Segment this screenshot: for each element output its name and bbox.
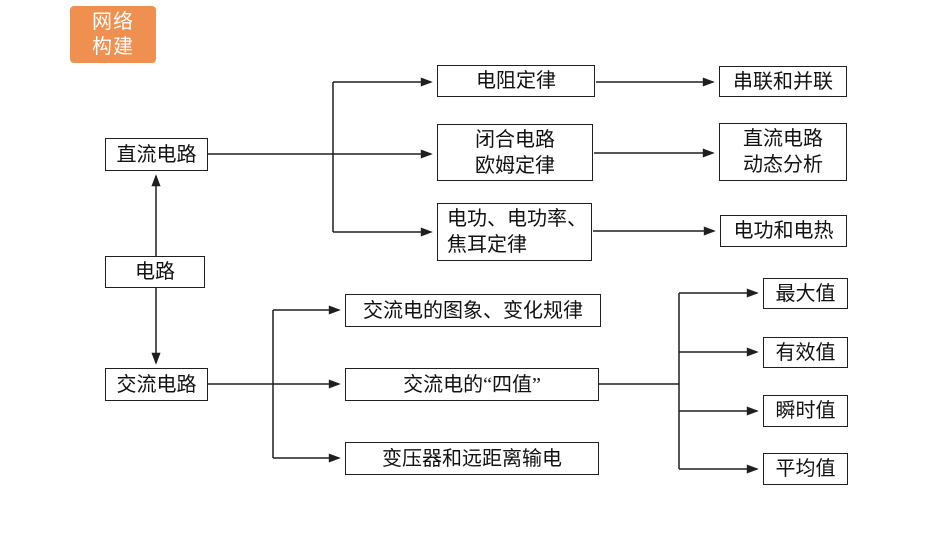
node-ac-four-values: 交流电的“四值” xyxy=(345,368,599,401)
badge-line-1: 网络 xyxy=(92,10,134,33)
node-electric-work-power-joule-law: 电功、电功率、 焦耳定律 xyxy=(437,203,592,261)
connector-ac-branch xyxy=(208,305,341,463)
badge-line-2: 构建 xyxy=(92,35,134,58)
node-instantaneous-value-label: 瞬时值 xyxy=(775,400,836,422)
node-closed-circuit-ohm-law: 闭合电路 欧姆定律 xyxy=(437,124,593,181)
node-dc-circuit-label: 直流电路 xyxy=(116,143,197,166)
connector-dc-to-results xyxy=(593,77,716,236)
node-closed-circuit-ohm-law-line2: 欧姆定律 xyxy=(475,154,555,177)
node-ac-four-values-label: 交流电的“四值” xyxy=(403,373,541,396)
connector-four-values-branch xyxy=(599,288,759,474)
node-average-value: 平均值 xyxy=(763,453,848,485)
node-series-parallel: 串联和并联 xyxy=(719,66,847,97)
node-ac-graph-rules: 交流电的图象、变化规律 xyxy=(345,294,601,327)
node-ac-graph-rules-label: 交流电的图象、变化规律 xyxy=(363,299,583,322)
section-badge: 网络 构建 xyxy=(70,6,156,63)
connector-dc-branch xyxy=(208,77,433,237)
node-effective-value-label: 有效值 xyxy=(775,341,836,364)
node-work-and-heat: 电功和电热 xyxy=(720,215,847,247)
node-average-value-label: 平均值 xyxy=(775,458,836,480)
node-circuit: 电路 xyxy=(105,256,205,288)
node-transformer-transmission-label: 变压器和远距离输电 xyxy=(382,447,562,470)
node-dc-circuit: 直流电路 xyxy=(105,138,208,171)
node-dc-dynamic-line2: 动态分析 xyxy=(743,154,823,176)
node-ac-circuit: 交流电路 xyxy=(105,368,208,401)
node-transformer-transmission: 变压器和远距离输电 xyxy=(345,442,599,475)
node-instantaneous-value: 瞬时值 xyxy=(763,395,848,427)
node-series-parallel-label: 串联和并联 xyxy=(733,70,833,93)
node-effective-value: 有效值 xyxy=(763,337,848,368)
node-closed-circuit-ohm-law-line1: 闭合电路 xyxy=(475,128,555,151)
node-dc-dynamic-analysis: 直流电路 动态分析 xyxy=(719,123,847,181)
node-ac-circuit-label: 交流电路 xyxy=(116,373,197,396)
node-work-and-heat-label: 电功和电热 xyxy=(733,220,834,242)
node-dc-dynamic-line1: 直流电路 xyxy=(743,128,823,150)
node-resistance-law-label: 电阻定律 xyxy=(476,70,556,92)
node-electric-work-line1: 电功、电功率、 xyxy=(447,208,587,230)
node-electric-work-line2: 焦耳定律 xyxy=(447,234,527,256)
node-circuit-label: 电路 xyxy=(135,261,175,283)
node-resistance-law: 电阻定律 xyxy=(437,65,595,97)
node-max-value: 最大值 xyxy=(763,278,848,309)
node-max-value-label: 最大值 xyxy=(775,282,836,305)
